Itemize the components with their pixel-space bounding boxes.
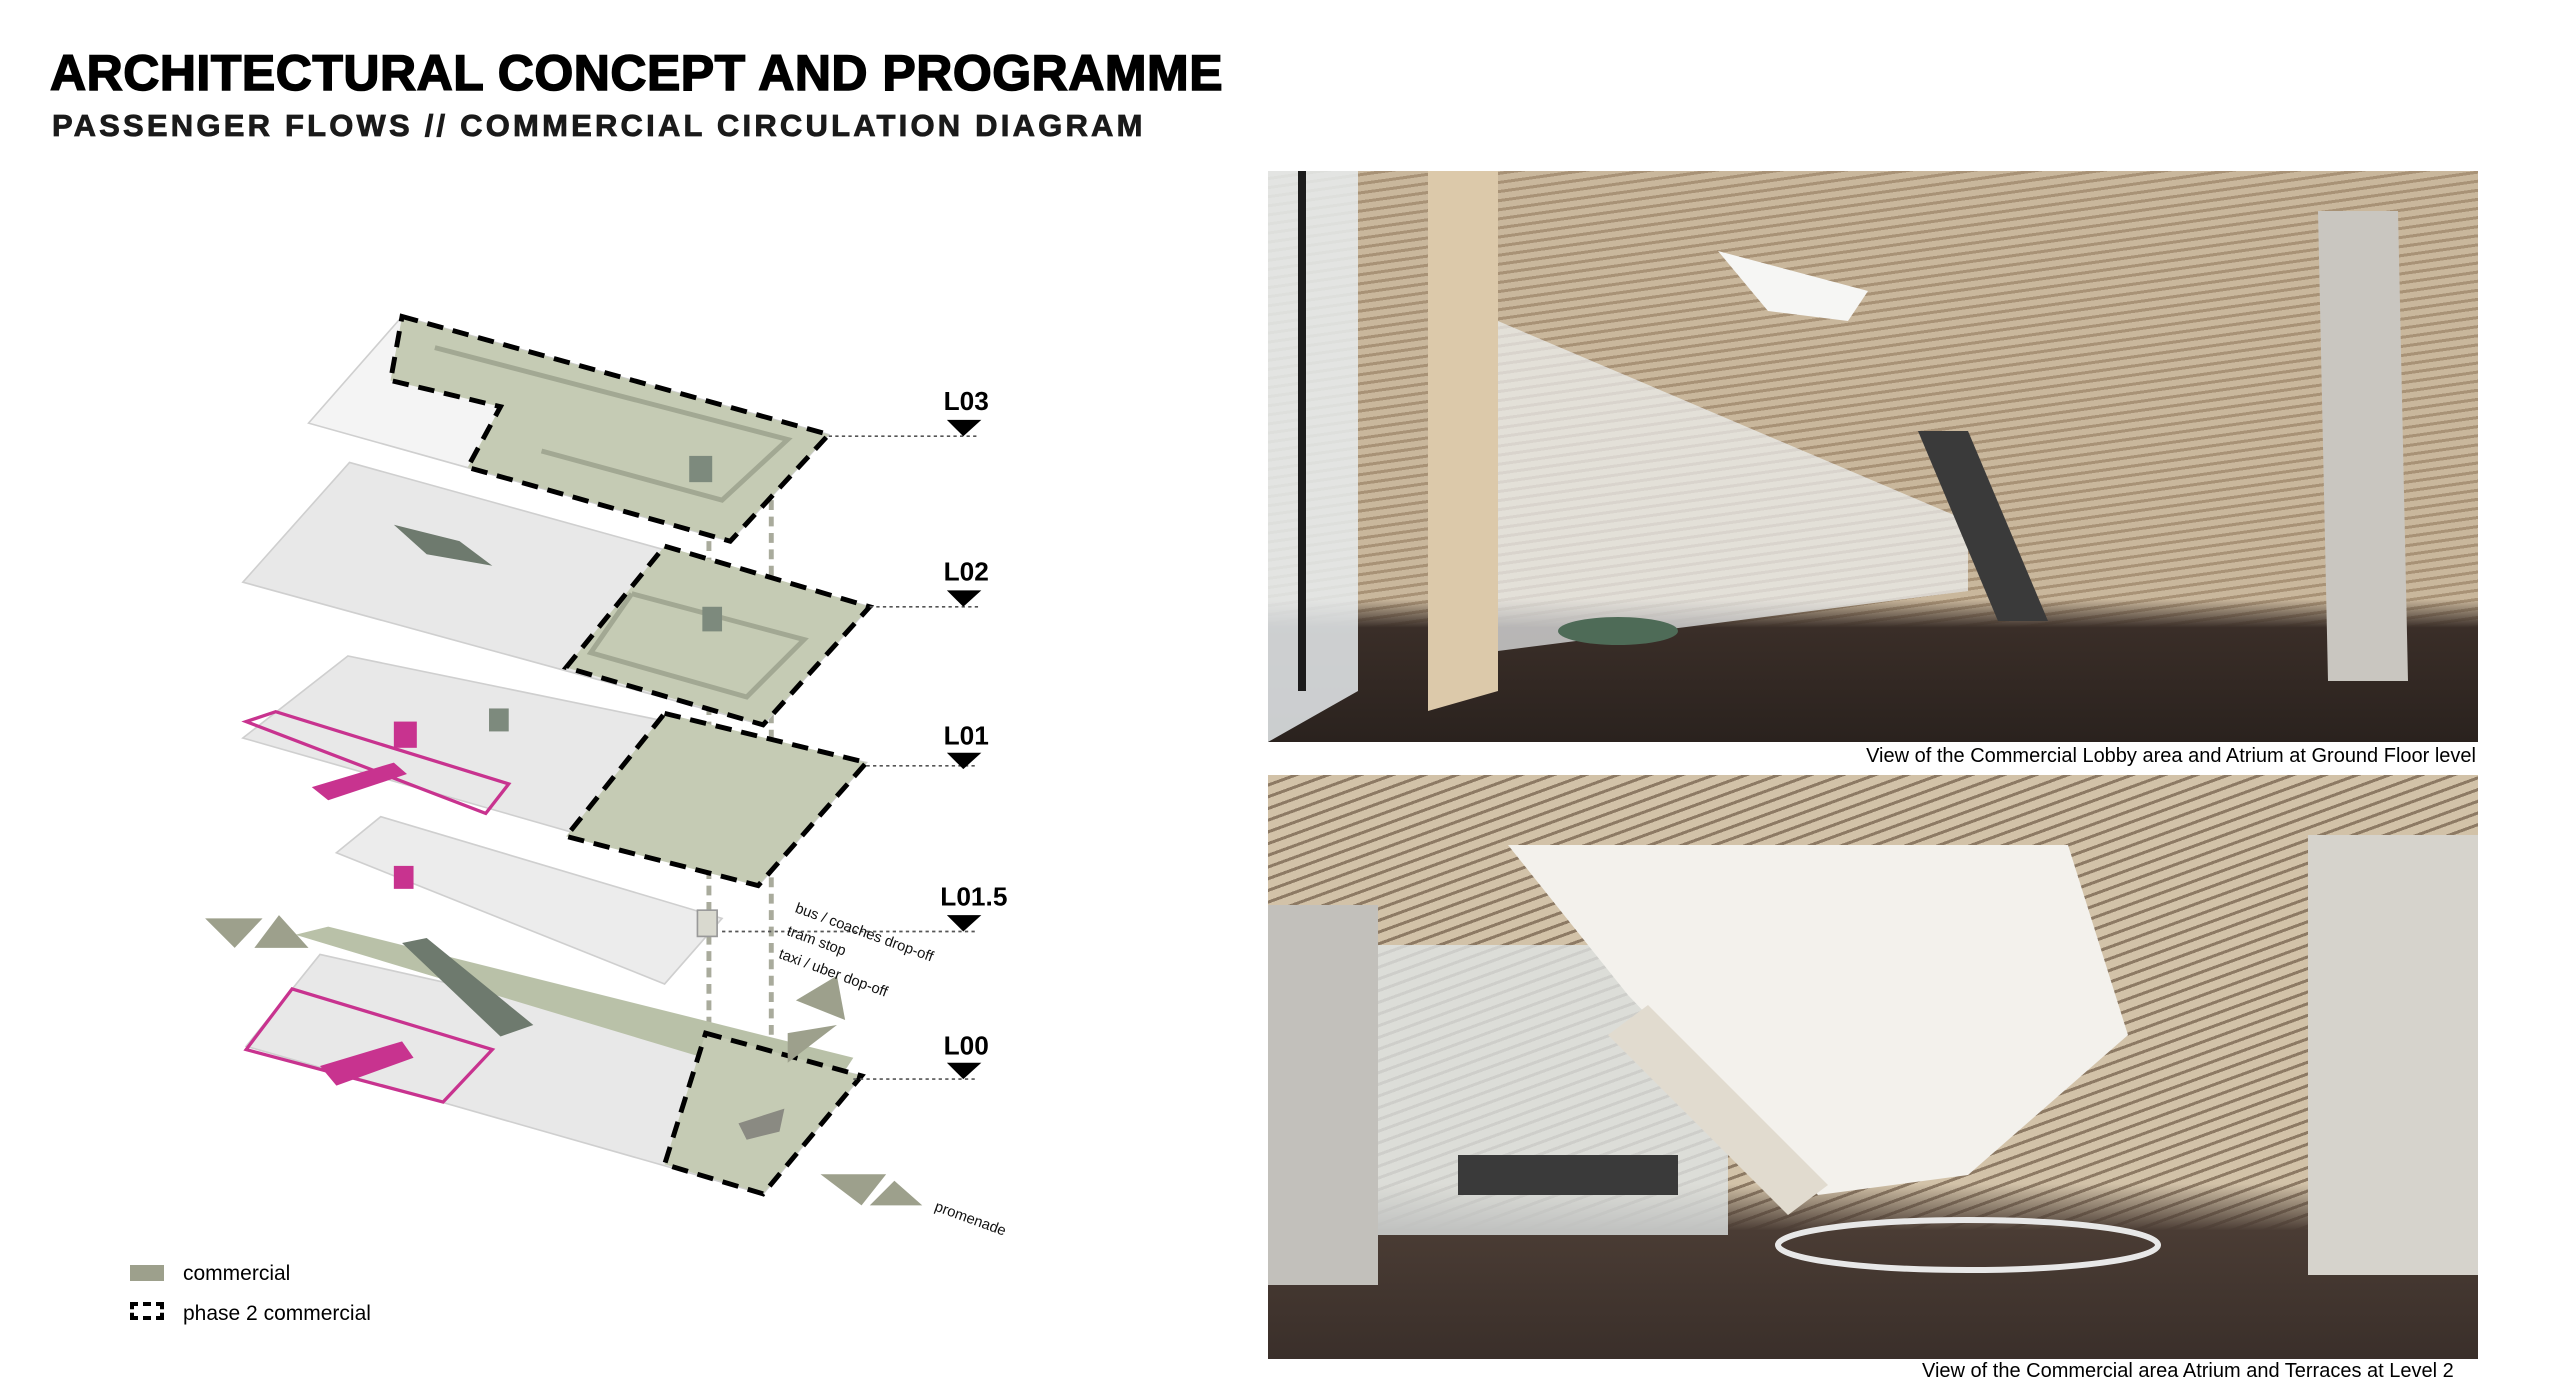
page-title: ARCHITECTURAL CONCEPT AND PROGRAMME (49, 44, 1224, 102)
level-label: L03 (944, 386, 989, 416)
level-label: L01 (944, 721, 989, 751)
plate-l01 (241, 655, 871, 889)
plate-l02 (241, 461, 875, 728)
level-l03: L03 (828, 386, 989, 438)
legend-phase2-swatch (130, 1302, 164, 1320)
plate-l00 (243, 926, 866, 1197)
page-subtitle: PASSENGER FLOWS // COMMERCIAL CIRCULATIO… (52, 108, 1146, 144)
render-lobby-ground-floor (1268, 171, 2478, 742)
caption-top: View of the Commercial Lobby area and At… (1866, 745, 2476, 767)
legend-phase2-label: phase 2 commercial (183, 1302, 371, 1325)
legend-commercial-swatch (130, 1265, 164, 1281)
render-atrium-level-2 (1268, 775, 2478, 1359)
annotation-promenade: promenade (932, 1199, 1008, 1240)
flow-arrows (205, 915, 923, 1206)
caption-bottom: View of the Commercial area Atrium and T… (1922, 1360, 2454, 1382)
level-label: L00 (944, 1030, 989, 1060)
level-label: L02 (944, 557, 989, 587)
level-l02: L02 (869, 557, 989, 608)
level-l015: L01.5 (722, 881, 1007, 933)
level-label: L01.5 (940, 881, 1007, 911)
plate-l03 (307, 313, 834, 544)
level-l01: L01 (866, 721, 989, 770)
level-l00: L00 (853, 1030, 989, 1080)
plate-l015 (334, 815, 724, 985)
legend-commercial-label: commercial (183, 1262, 291, 1285)
level-markers: L03 L02 L01 L01.5 L00 (722, 386, 1007, 1080)
